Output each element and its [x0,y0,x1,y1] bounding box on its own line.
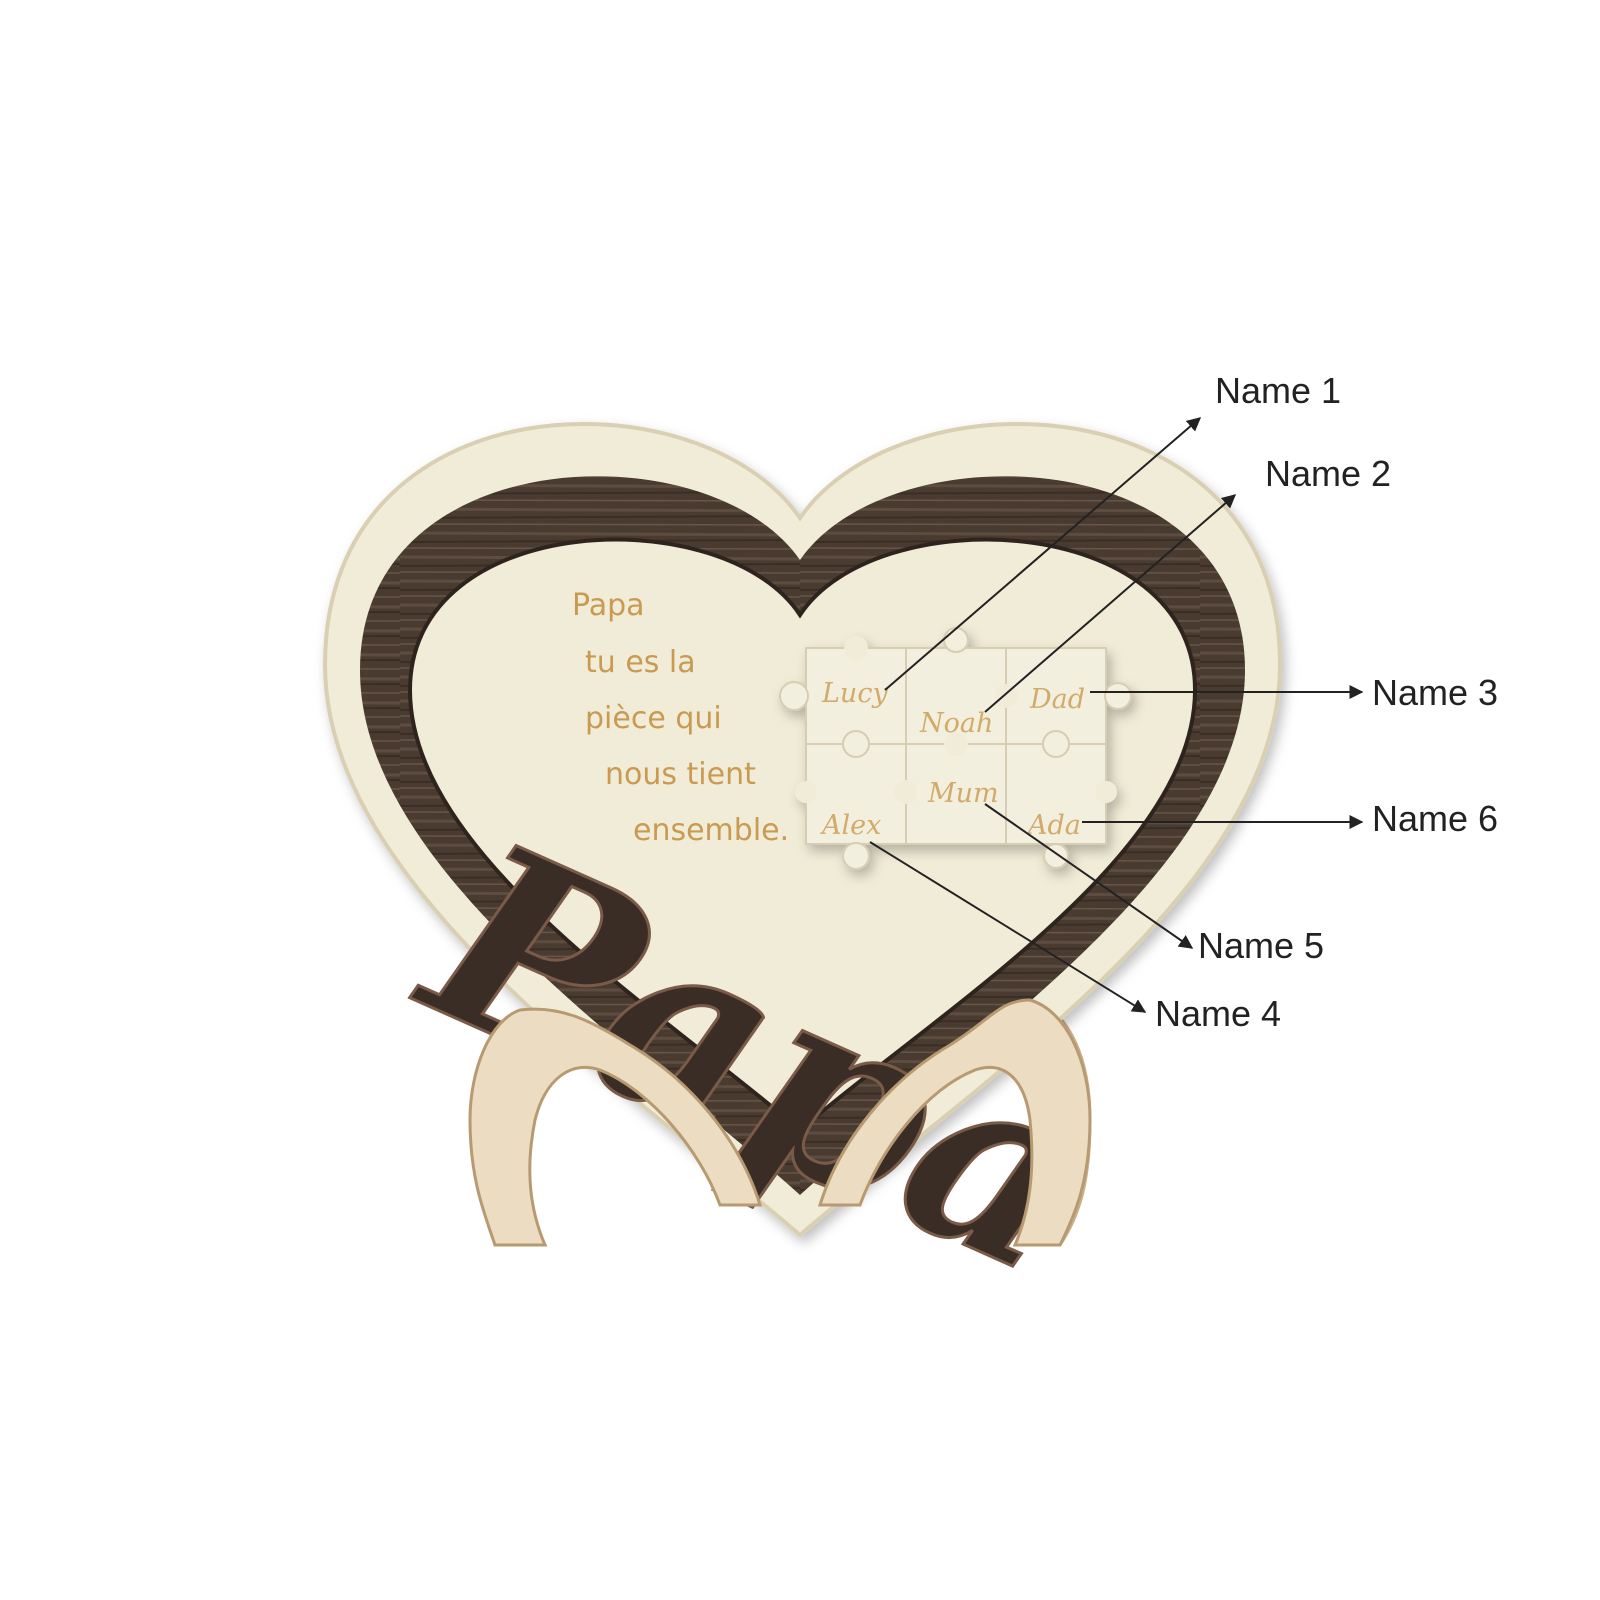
callout-label-3: Name 3 [1372,672,1498,713]
callout-lines [869,417,1364,1013]
puzzle-piece-dad: Dad [994,647,1132,745]
puzzle-name-6: Ada [1025,810,1081,841]
puzzle-name-5: Mum [927,778,999,809]
puzzle-name-4: Alex [819,810,881,841]
callout-label-2: Name 2 [1265,453,1391,494]
poem-line-4: nous tient [605,757,756,792]
poem-line-3: pièce qui [585,701,722,736]
poem-line-5: ensemble. [633,813,789,848]
callout-line-5 [984,803,1194,949]
callout-line-2 [984,494,1237,713]
engraved-poem: Papa tu es la pièce qui nous tient ensem… [572,588,789,848]
puzzle-piece-lucy: Lucy [779,636,907,745]
callout-label-5: Name 5 [1198,925,1324,966]
callout-label-4: Name 4 [1155,993,1281,1034]
puzzle-name-1: Lucy [821,678,888,709]
puzzle-piece-alex: Alex [795,730,907,870]
poem-line-2: tu es la [585,645,696,680]
callout-label-6: Name 6 [1372,798,1498,839]
puzzle-piece-ada: Ada [1005,730,1117,869]
poem-line-1: Papa [572,588,645,623]
callout-line-1 [884,417,1202,691]
puzzle-grid: Lucy Noah Dad Alex Mum [779,627,1132,870]
callout-line-4 [869,841,1147,1013]
callout-labels: Name 1 Name 2 Name 3 Name 4 Name 5 Name … [1155,370,1498,1034]
callout-label-1: Name 1 [1215,370,1341,411]
puzzle-name-3: Dad [1029,684,1085,715]
puzzle-piece-mum: Mum [894,732,1007,845]
wooden-stand-front [468,998,1092,1247]
